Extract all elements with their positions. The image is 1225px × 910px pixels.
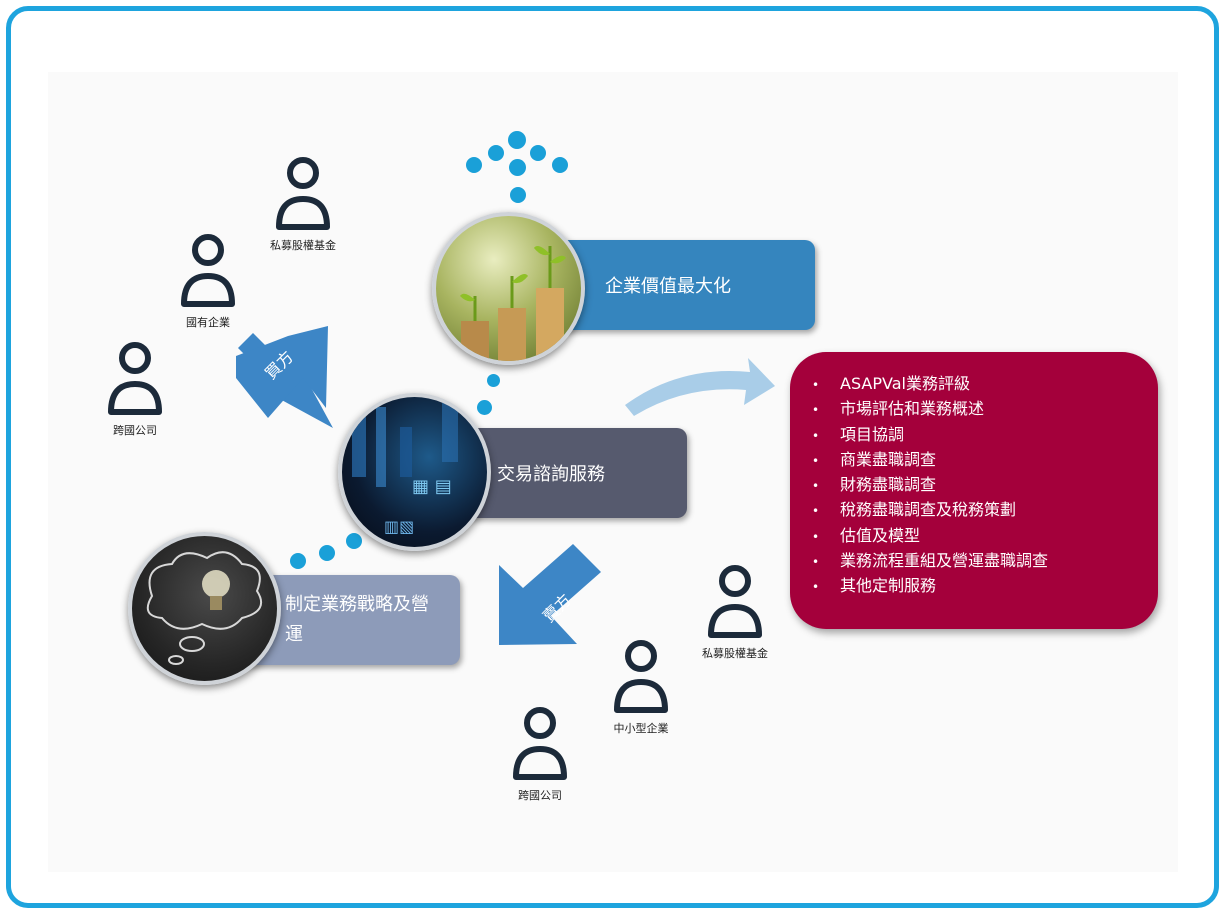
buyer-person-1: 私募股權基金 [248, 155, 358, 253]
service-item: •稅務盡職調查及稅務策劃 [812, 500, 1017, 520]
buyer-arrow-icon [236, 326, 333, 428]
step-top-label: 企業價值最大化 [605, 276, 731, 297]
person-icon [108, 342, 162, 415]
step-middle-label: 交易諮詢服務 [497, 464, 605, 485]
person-icon [513, 707, 567, 780]
connector-dot [487, 374, 500, 387]
person-icon [276, 157, 330, 230]
buyer-person-label: 跨國公司 [113, 424, 157, 437]
coin-plant-photo [432, 212, 585, 365]
connector-dot [508, 131, 526, 149]
service-item: •ASAPVal業務評級 [812, 374, 970, 393]
connector-dot [346, 533, 362, 549]
connector-dot [509, 159, 526, 176]
svg-text:▦ ▤: ▦ ▤ [412, 476, 452, 497]
outer-frame [6, 6, 1219, 908]
services-list: •ASAPVal業務評級 •市場評估和業務概述 •項目協調 •商業盡職調查 •財… [812, 372, 1158, 600]
service-item: •商業盡職調查 [812, 449, 937, 469]
connector-dot [552, 157, 568, 173]
buyer-person-label: 國有企業 [186, 316, 230, 329]
svg-text:▥▧: ▥▧ [384, 517, 414, 536]
service-item: •業務流程重組及營運盡職調查 [812, 551, 1049, 571]
service-item: •市場評估和業務概述 [812, 399, 985, 419]
seller-arrow-icon [499, 544, 601, 645]
seller-person-2: 中小型企業 [586, 638, 696, 736]
connector-dot [466, 157, 482, 173]
buyer-person-label: 私募股權基金 [270, 239, 336, 252]
person-icon [614, 640, 668, 713]
buyer-person-3: 跨國公司 [80, 340, 190, 438]
connector-dot [319, 545, 335, 561]
seller-person-label: 跨國公司 [518, 789, 562, 802]
person-icon [708, 565, 762, 638]
seller-person-1: 私募股權基金 [680, 563, 790, 661]
lightbulb-photo [128, 532, 281, 685]
services-box: •ASAPVal業務評級 •市場評估和業務概述 •項目協調 •商業盡職調查 •財… [790, 352, 1158, 629]
person-icon [181, 234, 235, 307]
connector-dot [477, 400, 492, 415]
service-item: •其他定制服務 [812, 576, 937, 596]
connector-dot [530, 145, 546, 161]
connector-dot [488, 145, 504, 161]
connector-dot [510, 187, 526, 203]
service-item: •財務盡職調查 [812, 475, 937, 495]
seller-person-label: 私募股權基金 [702, 647, 768, 660]
buyer-person-2: 國有企業 [153, 232, 263, 330]
stock-ticker-photo: ▦ ▤ ▥▧ [338, 393, 491, 551]
seller-person-3: 跨國公司 [485, 705, 595, 803]
service-item: •項目協調 [812, 424, 905, 444]
service-item: •估值及模型 [812, 525, 921, 545]
connector-dot [290, 553, 306, 569]
curved-arrow-icon [625, 358, 775, 416]
seller-person-label: 中小型企業 [613, 722, 669, 735]
step-bottom-label: 制定業務戰略及營運 [285, 594, 429, 645]
